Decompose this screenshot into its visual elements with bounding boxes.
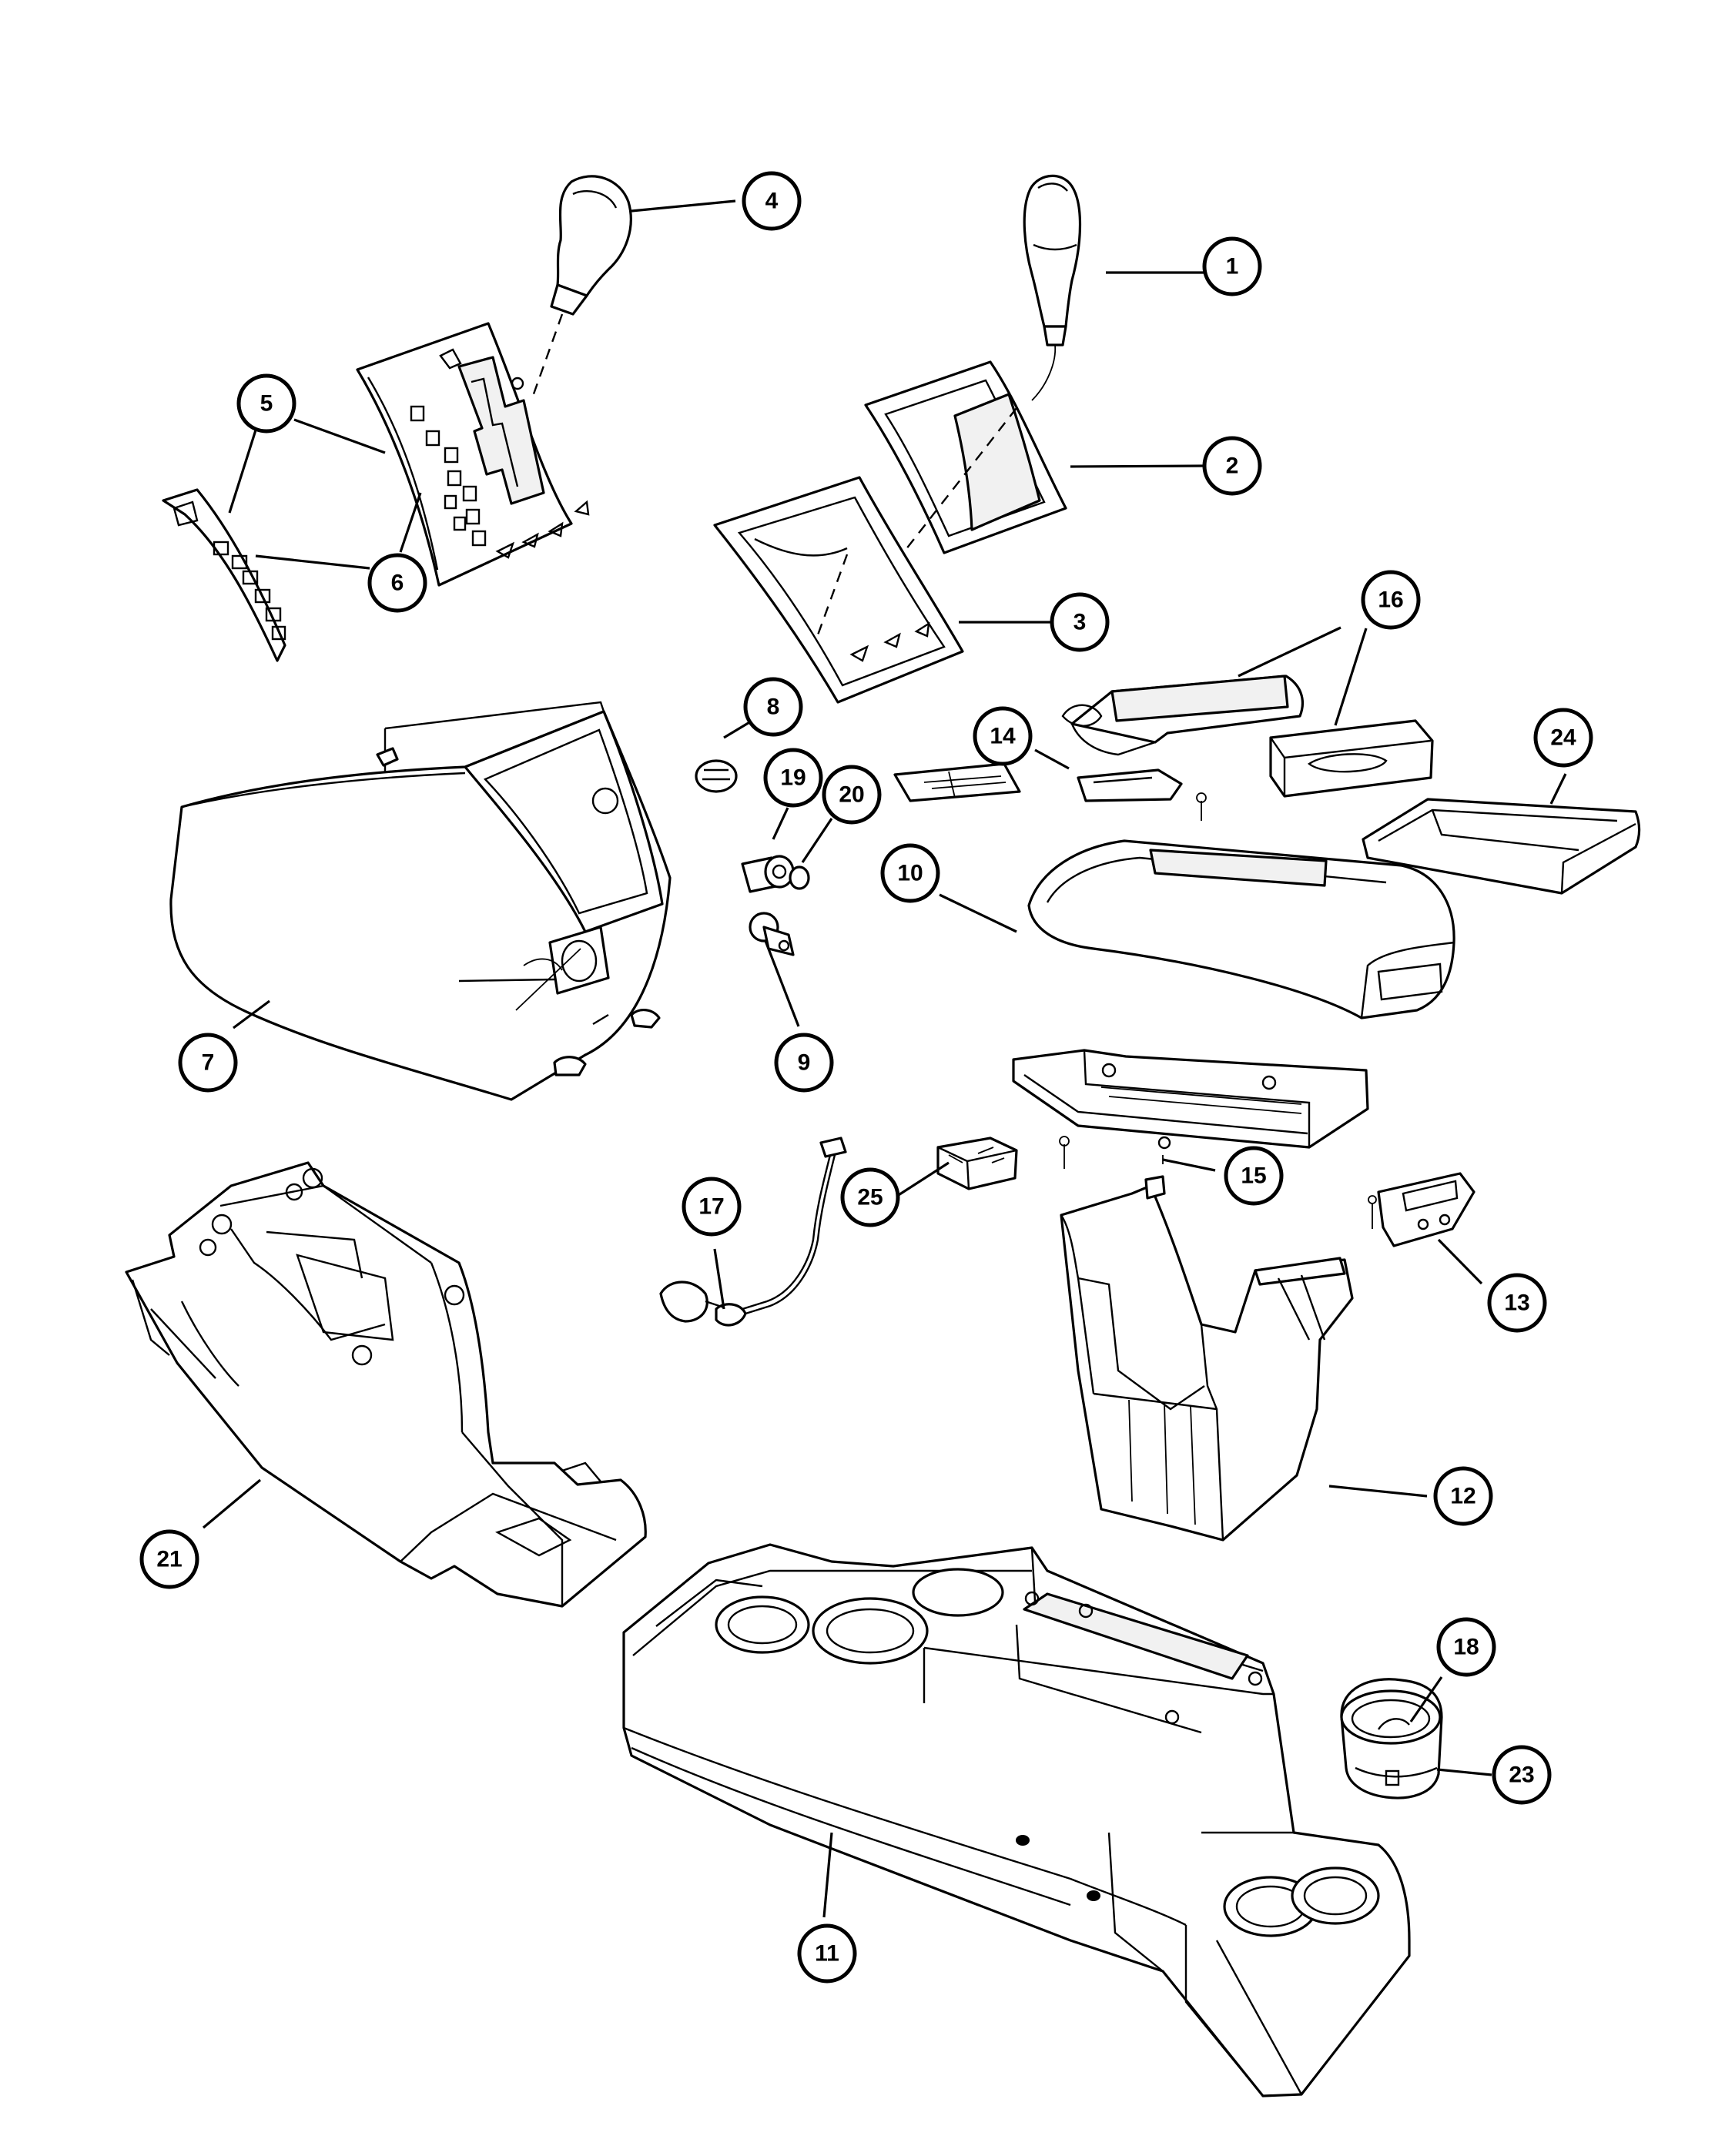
part-5-6-switch-strip xyxy=(162,488,286,662)
part-9-lighter xyxy=(749,912,795,956)
part-21-support-bracket xyxy=(125,1161,647,1608)
svg-text:1: 1 xyxy=(1226,254,1239,280)
part-6-auto-shift-bezel xyxy=(356,322,590,587)
svg-text:13: 13 xyxy=(1504,1291,1529,1316)
part-24-bin-tray xyxy=(1362,798,1641,895)
part-12-storage-bin xyxy=(1060,1175,1354,1542)
svg-text:24: 24 xyxy=(1550,725,1576,751)
svg-text:9: 9 xyxy=(798,1050,811,1076)
leader-lines xyxy=(202,199,1567,1918)
svg-text:3: 3 xyxy=(1074,610,1087,635)
callout-24: 24 xyxy=(1533,708,1593,768)
callout-1: 1 xyxy=(1202,236,1262,296)
part-17-wiring xyxy=(659,1137,847,1327)
part-2-shift-boot xyxy=(864,360,1067,586)
callout-4: 4 xyxy=(742,171,802,231)
callout-18: 18 xyxy=(1436,1617,1496,1677)
callout-21: 21 xyxy=(139,1529,199,1589)
svg-text:11: 11 xyxy=(815,1941,839,1967)
part-1-manual-shift-knob xyxy=(1023,174,1082,401)
callout-9: 9 xyxy=(774,1033,834,1093)
svg-text:17: 17 xyxy=(698,1194,724,1220)
part-16-armrest-lid xyxy=(1061,675,1434,798)
callout-25: 25 xyxy=(840,1167,900,1227)
svg-text:12: 12 xyxy=(1450,1484,1475,1509)
callout-14: 14 xyxy=(973,706,1033,766)
svg-text:5: 5 xyxy=(260,391,273,417)
svg-text:4: 4 xyxy=(765,189,779,214)
svg-text:15: 15 xyxy=(1241,1163,1266,1189)
part-25-switch xyxy=(936,1137,1018,1190)
callout-15: 15 xyxy=(1224,1146,1284,1206)
callout-19: 19 xyxy=(763,748,823,808)
svg-text:21: 21 xyxy=(156,1547,182,1572)
part-18-23-cup-insert xyxy=(1340,1678,1443,1799)
callout-8: 8 xyxy=(743,677,803,737)
svg-text:16: 16 xyxy=(1378,588,1403,613)
callout-6: 6 xyxy=(367,553,427,613)
svg-text:23: 23 xyxy=(1509,1763,1534,1788)
part-3-shifter-bezel xyxy=(713,476,964,704)
part-4-shift-knob xyxy=(530,175,632,401)
part-7-console-front xyxy=(169,701,672,1101)
part-8-knob xyxy=(695,759,738,793)
callout-3: 3 xyxy=(1050,592,1110,652)
part-19-20-power-outlet xyxy=(741,855,810,893)
svg-text:20: 20 xyxy=(839,782,864,808)
part-13-latch-bracket xyxy=(1368,1172,1475,1247)
part-10-armrest-cover xyxy=(1027,839,1455,1019)
svg-text:19: 19 xyxy=(780,765,806,791)
callout-16: 16 xyxy=(1361,570,1421,630)
callout-17: 17 xyxy=(682,1177,742,1237)
part-11-console-body xyxy=(622,1543,1411,2097)
svg-text:8: 8 xyxy=(767,695,780,720)
svg-text:2: 2 xyxy=(1226,454,1239,479)
svg-text:7: 7 xyxy=(202,1050,215,1076)
callout-11: 11 xyxy=(797,1923,857,1984)
callout-10: 10 xyxy=(880,843,940,903)
callout-13: 13 xyxy=(1487,1273,1547,1333)
part-10-armrest-base xyxy=(1012,1049,1369,1169)
svg-text:14: 14 xyxy=(990,724,1016,749)
svg-text:18: 18 xyxy=(1453,1635,1479,1660)
callout-20: 20 xyxy=(822,765,882,825)
svg-text:6: 6 xyxy=(391,571,404,596)
svg-text:10: 10 xyxy=(897,861,923,886)
callout-7: 7 xyxy=(178,1033,238,1093)
callout-23: 23 xyxy=(1492,1745,1552,1805)
part-14-latch xyxy=(893,762,1207,821)
svg-text:25: 25 xyxy=(857,1185,883,1210)
callout-12: 12 xyxy=(1433,1466,1493,1526)
callout-5: 5 xyxy=(236,373,296,434)
callout-2: 2 xyxy=(1202,436,1262,496)
